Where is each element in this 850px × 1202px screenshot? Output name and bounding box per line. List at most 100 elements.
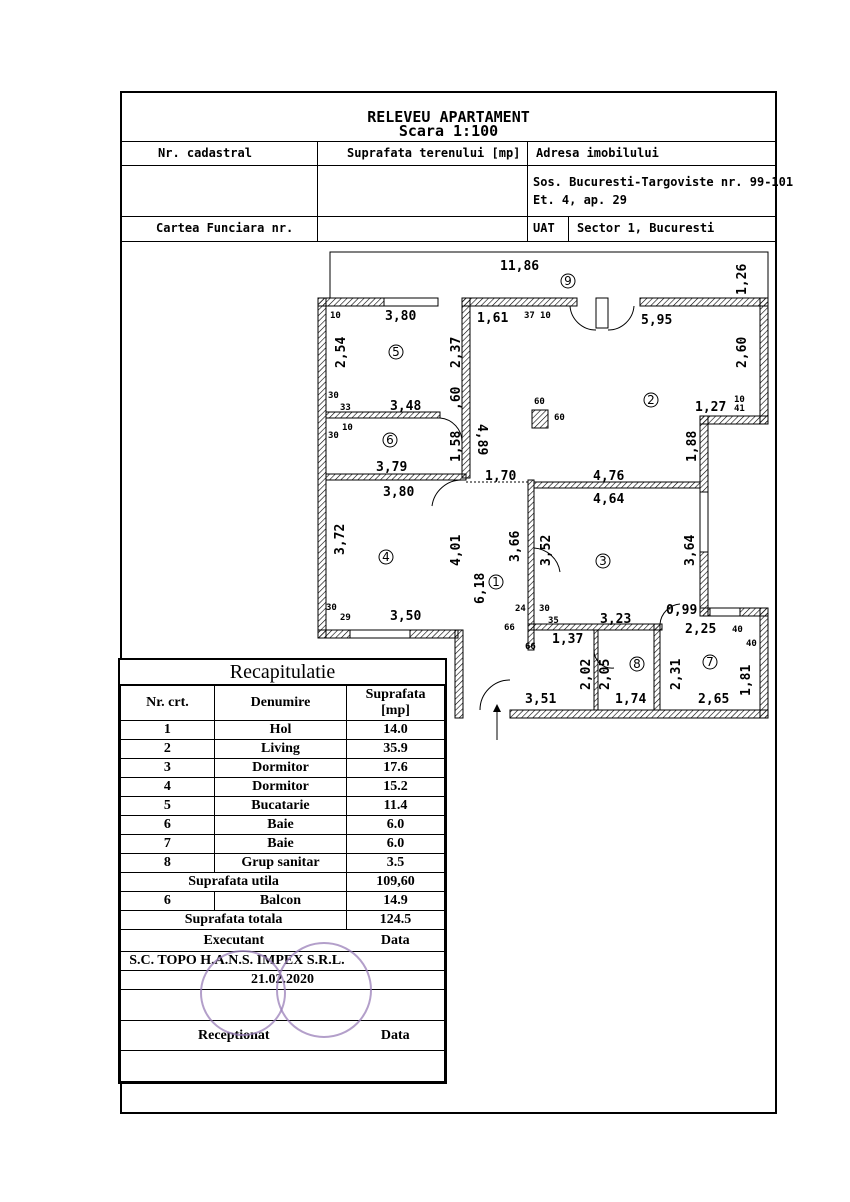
dim-r5-width: 3,80 [385,309,416,324]
dim-r6-width: 3,79 [376,460,407,475]
dim-r1-height: 6,18 [473,573,488,604]
svg-text:37: 37 [524,311,535,321]
doors [431,305,681,711]
svg-text:35: 35 [548,616,559,626]
suprafata-teren-label: Suprafata terenului [mp] [347,146,521,160]
dim-r5-bottom: 3,48 [390,399,421,414]
uat-value: Sector 1, Bucuresti [577,221,715,235]
dim-r8-205: 2,05 [598,659,613,690]
dim-r1-366: 3,66 [508,531,523,562]
dim-r4-height: 3,72 [333,524,348,555]
svg-text:40: 40 [746,639,757,649]
exterior-walls [317,297,769,719]
header-divider [120,216,777,217]
dim-mid-476: 4,76 [593,469,624,484]
room-labels: 9 5 2 6 4 3 1 8 7 [378,273,718,672]
dim-mid-170: 1,70 [485,469,516,484]
dim-r4-width: 3,80 [383,485,414,500]
room-6: 6 [386,433,394,447]
dim-total-width: 11,86 [500,259,539,274]
room-8: 8 [633,657,641,671]
recap-title: Recapitulatie [120,660,445,685]
interior-walls [325,297,701,711]
dim-r7-231: 2,31 [669,659,684,690]
svg-text:10: 10 [734,395,745,405]
svg-text:10: 10 [342,423,353,433]
dim-right-top: 2,60 [735,337,750,368]
dim-top-mid: 1,61 [477,311,508,326]
recap-table: Recapitulatie Nr. crt. Denumire Suprafat… [118,658,447,1084]
svg-text:30: 30 [328,391,339,401]
adresa-label: Adresa imobilului [536,146,659,160]
executant-data-label: Data [346,929,445,952]
receptionat-data-label: Data [346,1020,445,1051]
svg-text:66: 66 [525,642,536,652]
svg-text:29: 29 [340,613,351,623]
svg-text:60: 60 [554,413,565,423]
dim-r7-bottom: 2,65 [698,692,729,707]
dim-r4-bottom: 3,50 [390,609,421,624]
dim-r6-door: 1,58 [449,431,464,462]
total-label: Suprafata totala [119,910,348,930]
dim-height-489: 4,89 [474,424,489,455]
header-col-divider [568,216,569,241]
dim-r1-352: 3,52 [539,535,554,566]
header-col-divider [527,141,528,241]
svg-text:24: 24 [515,604,526,614]
dim-r5-height: 2,54 [334,337,349,368]
svg-text:66: 66 [504,623,515,633]
svg-text:33: 33 [340,403,351,413]
dim-wall-60: ,60 [449,386,464,410]
svg-text:30: 30 [328,431,339,441]
dim-r5-side: 2,37 [449,337,464,368]
header-divider [120,241,777,242]
dim-r1-bottom: 3,51 [525,692,556,707]
balcony-outline [329,251,769,298]
adresa-line1: Sos. Bucuresti-Targoviste nr. 99-101 [533,175,794,189]
header-col-divider [317,141,318,241]
header-denumire: Denumire [213,685,348,721]
header-suprafata: Suprafata [mp] [346,685,445,721]
document-frame [120,91,777,1114]
stamp-seal-left [200,950,286,1036]
room-1: 1 [492,575,500,589]
svg-text:40: 40 [732,625,743,635]
dim-r3-height: 3,64 [683,535,698,566]
dim-r4-side: 4,01 [449,535,464,566]
wall-thickness-labels: 10 37 10 30 33 60 60 10 41 30 10 30 29 2… [326,311,757,652]
util-label: Suprafata utila [119,872,348,892]
dim-balcony-depth: 1,26 [735,264,750,295]
header-divider [120,141,777,142]
dim-r7-width: 2,25 [685,622,716,637]
executant-label: Executant [119,929,347,952]
dim-r3-width: 4,64 [593,492,624,507]
dim-r8-width: 1,74 [615,692,646,707]
adresa-line2: Et. 4, ap. 29 [533,193,627,207]
room-5: 5 [392,345,400,359]
dim-top-right: 5,95 [641,313,672,328]
windows [349,297,741,639]
dimension-labels: 11,86 3,80 1,61 5,95 3,48 1,27 3,79 1,70… [376,259,729,707]
nr-cadastral-label: Nr. cadastral [158,146,252,160]
header-nr: Nr. crt. [120,685,215,721]
room-4: 4 [382,550,390,564]
scale-label: Scara 1:100 [398,122,499,140]
header-divider [120,165,777,166]
svg-text:60: 60 [534,397,545,407]
total-value: 124.5 [346,910,445,930]
uat-label: UAT [533,221,555,235]
